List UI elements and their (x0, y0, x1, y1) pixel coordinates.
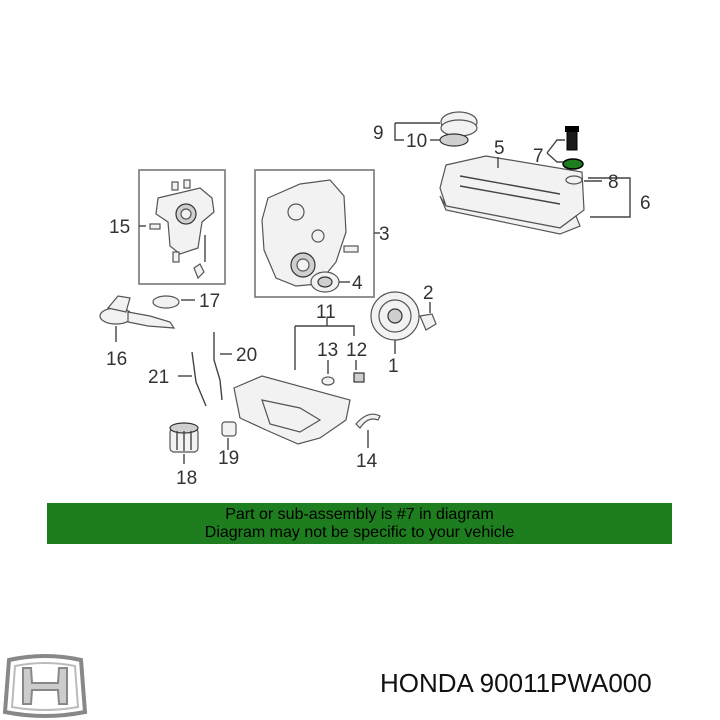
oil-filler-cap (394, 111, 478, 147)
banner-line-2: Diagram may not be specific to your vehi… (204, 524, 515, 541)
callout-15: 15 (109, 217, 130, 238)
oil-strainer (99, 295, 195, 342)
callout-12: 12 (346, 340, 367, 361)
callout-6: 6 (640, 193, 651, 214)
callout-21: 21 (148, 367, 169, 388)
timing-cover-assembly (254, 169, 380, 298)
callout-17: 17 (199, 291, 220, 312)
oil-filter (169, 421, 237, 464)
callout-14: 14 (356, 451, 378, 472)
bearing-half (355, 413, 381, 448)
callout-10: 10 (406, 131, 427, 152)
callout-19: 19 (218, 448, 239, 469)
bolt-washer-assembly (546, 126, 602, 185)
callout-1: 1 (388, 356, 399, 377)
oil-pump-assembly (138, 169, 226, 285)
dipstick-assembly (178, 332, 232, 407)
engine-parts-diagram: 15 3 4 9 10 5 6 (99, 111, 651, 489)
callout-4: 4 (352, 273, 363, 294)
callout-5: 5 (494, 138, 505, 159)
oil-pan-assembly (233, 318, 365, 445)
head-cover-assembly (439, 155, 631, 235)
callout-3: 3 (379, 224, 390, 245)
callout-9: 9 (373, 123, 384, 144)
callout-16: 16 (106, 349, 127, 370)
banner-line-1: Part or sub-assembly is #7 in diagram (225, 506, 494, 523)
callout-11: 11 (316, 302, 336, 323)
callout-8: 8 (608, 172, 619, 193)
callout-7: 7 (533, 146, 544, 167)
callout-13: 13 (317, 340, 338, 361)
honda-h-logo-icon (2, 654, 88, 718)
part-number-label: HONDA 90011PWA000 (380, 668, 652, 698)
callout-18: 18 (176, 468, 197, 489)
info-banner: Part or sub-assembly is #7 in diagram Di… (47, 503, 672, 544)
crankshaft-pulley (370, 291, 437, 354)
callout-20: 20 (236, 345, 257, 366)
callout-2: 2 (423, 283, 434, 304)
